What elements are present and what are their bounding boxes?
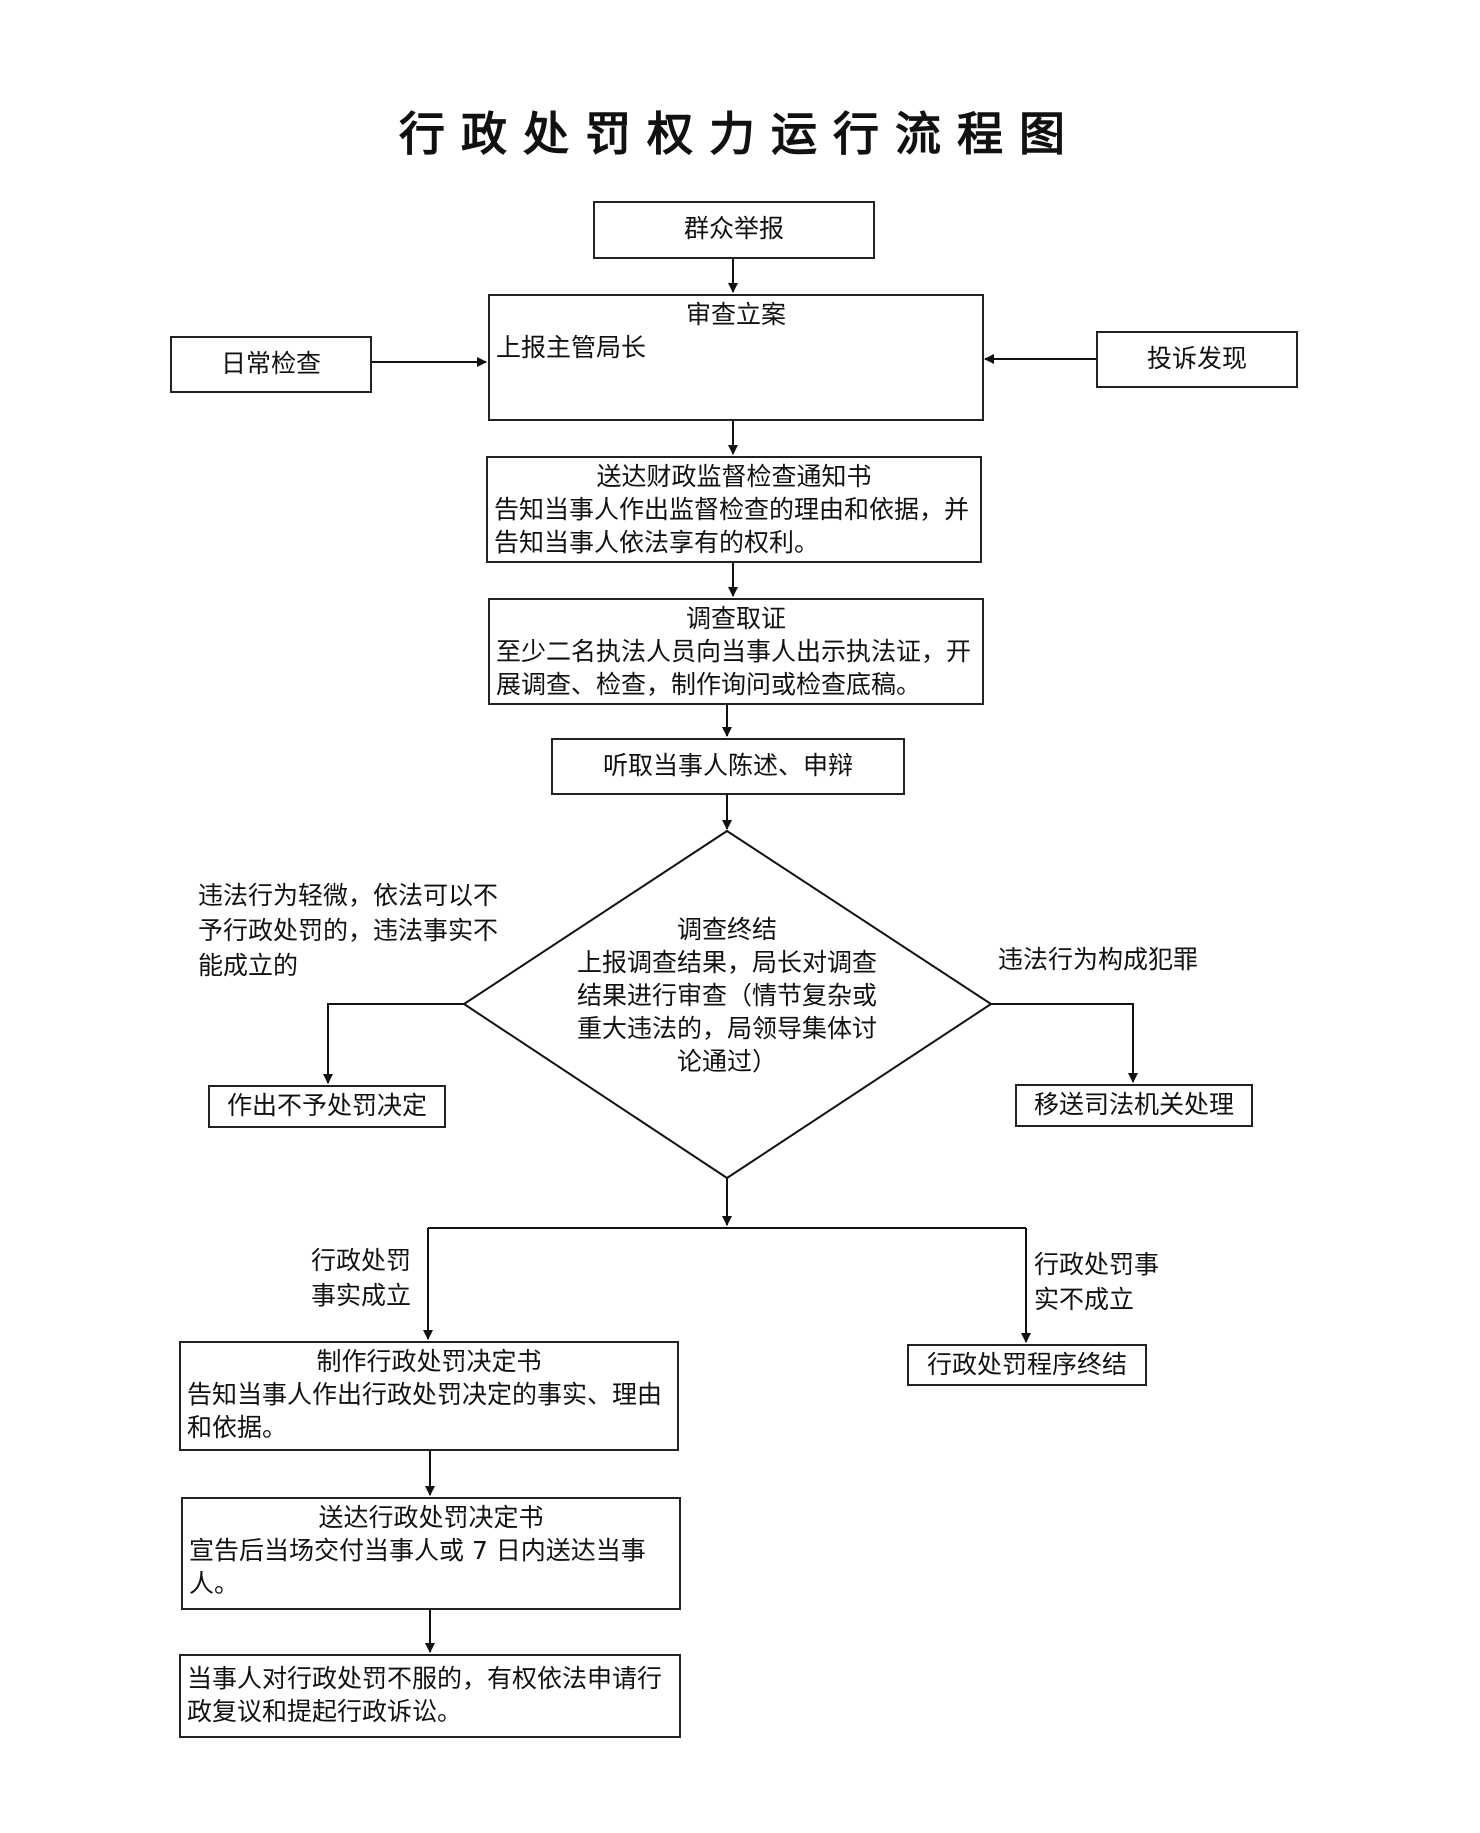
report-box: 群众举报 (593, 201, 875, 259)
notice-body: 告知当事人作出监督检查的理由和依据，并告知当事人依法享有的权利。 (494, 495, 970, 557)
not-established-label: 行政处罚事实不成立 (1034, 1250, 1160, 1314)
appeal-box: 当事人对行政处罚不服的，有权依法申请行政复议和提起行政诉讼。 (179, 1654, 681, 1738)
daily-check-label: 日常检查 (220, 349, 321, 378)
conclusion-title: 调查终结 (676, 915, 777, 944)
arrow-to-no-penalty (323, 1003, 464, 1084)
report-label: 群众举报 (683, 214, 784, 243)
appeal-label: 当事人对行政处罚不服的，有权依法申请行政复议和提起行政诉讼。 (187, 1664, 663, 1726)
complaint-label: 投诉发现 (1146, 344, 1247, 373)
end-box: 行政处罚程序终结 (907, 1344, 1147, 1386)
review-title: 审查立案 (685, 300, 786, 329)
decision-doc-title: 制作行政处罚决定书 (316, 1347, 542, 1376)
no-penalty-label: 作出不予处罚决定 (226, 1091, 427, 1120)
investigate-title: 调查取证 (685, 604, 786, 633)
decision-doc-box: 制作行政处罚决定书 告知当事人作出行政处罚决定的事实、理由和依据。 (179, 1341, 679, 1451)
deliver-doc-box: 送达行政处罚决定书 宣告后当场交付当事人或 7 日内送达当事人。 (181, 1497, 681, 1610)
transfer-label: 移送司法机关处理 (1033, 1090, 1234, 1119)
hearing-box: 听取当事人陈述、申辩 (551, 738, 905, 795)
complaint-box: 投诉发现 (1096, 331, 1298, 388)
deliver-doc-body: 宣告后当场交付当事人或 7 日内送达当事人。 (189, 1536, 646, 1598)
decision-doc-body: 告知当事人作出行政处罚决定的事实、理由和依据。 (187, 1380, 663, 1442)
established-label: 行政处罚事实成立 (311, 1246, 412, 1310)
arrow-to-transfer (991, 1003, 1138, 1083)
conclusion-body: 上报调查结果，局长对调查结果进行审查（情节复杂或重大违法的，局领导集体讨论通过） (576, 948, 877, 1076)
minor-violation-label: 违法行为轻微，依法可以不予行政处罚的，违法事实不能成立的 (198, 881, 499, 980)
crime-label: 违法行为构成犯罪 (998, 945, 1199, 974)
end-label: 行政处罚程序终结 (926, 1350, 1127, 1379)
notice-title: 送达财政监督检查通知书 (596, 462, 872, 491)
review-body: 上报主管局长 (496, 333, 647, 362)
hearing-label: 听取当事人陈述、申辩 (602, 751, 853, 780)
notice-box: 送达财政监督检查通知书 告知当事人作出监督检查的理由和依据，并告知当事人依法享有… (486, 456, 982, 563)
investigate-box: 调查取证 至少二名执法人员向当事人出示执法证，开展调查、检查，制作询问或检查底稿… (488, 598, 984, 705)
daily-check-box: 日常检查 (170, 336, 372, 393)
investigate-body: 至少二名执法人员向当事人出示执法证，开展调查、检查，制作询问或检查底稿。 (496, 637, 972, 699)
conclusion-text: 调查终结 上报调查结果，局长对调查结果进行审查（情节复杂或重大违法的，局领导集体… (575, 913, 879, 1078)
no-penalty-box: 作出不予处罚决定 (208, 1085, 446, 1128)
review-box: 审查立案 上报主管局长 (488, 294, 984, 421)
page-title: 行政处罚权力运行流程图 (399, 107, 1081, 161)
deliver-doc-title: 送达行政处罚决定书 (318, 1503, 544, 1532)
transfer-box: 移送司法机关处理 (1015, 1084, 1253, 1127)
